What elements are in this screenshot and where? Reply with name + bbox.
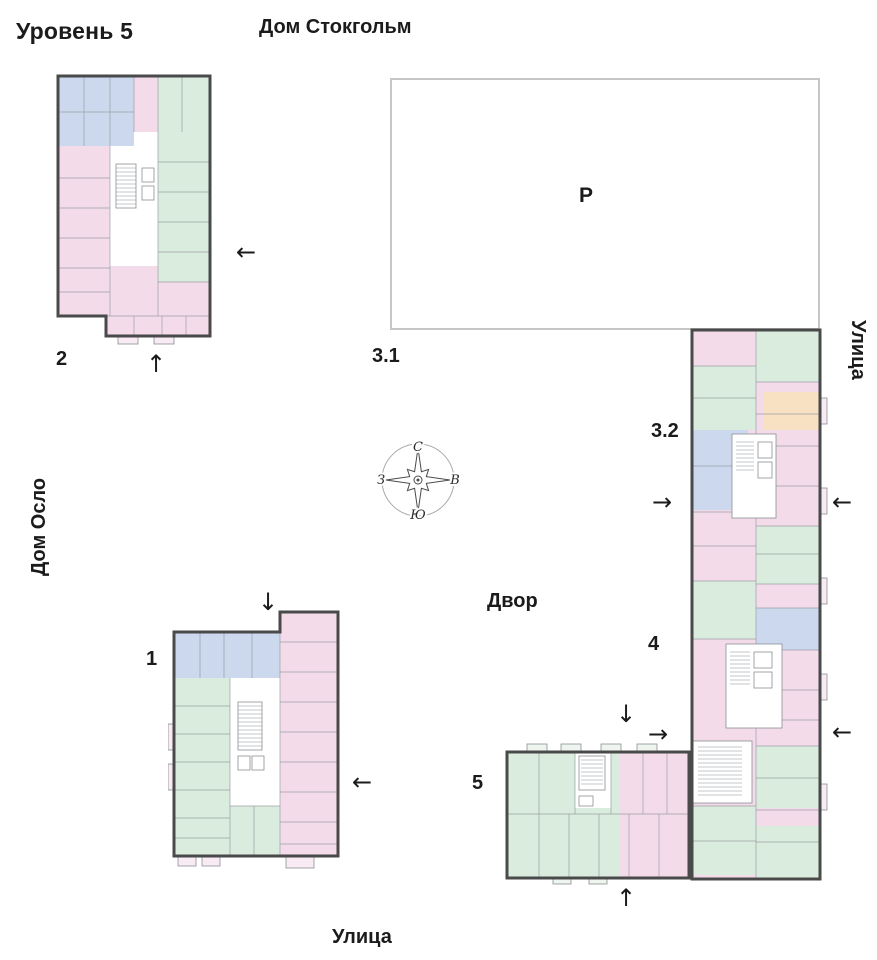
building-32-label: 3.2 <box>651 420 679 442</box>
entrance-arrow-up-building-2: ↑ <box>146 350 167 378</box>
entrance-arrow-left-building-1: ← <box>352 768 373 796</box>
label-house-stockholm: Дом Стокгольм <box>259 16 412 38</box>
label-house-oslo: Дом Осло <box>28 477 50 576</box>
building-2-plan[interactable] <box>54 68 214 346</box>
building-4-label: 4 <box>648 633 660 655</box>
compass-west-label: З <box>377 473 385 488</box>
building-1-label: 1 <box>146 648 158 670</box>
building-2-label: 2 <box>56 348 68 370</box>
entrance-arrow-down-building-1: ↓ <box>258 588 279 616</box>
parking-label: Р <box>579 184 594 207</box>
building-31-label: 3.1 <box>372 345 400 367</box>
compass-east-label: В <box>449 473 460 488</box>
entrance-arrow-left-building-2: ← <box>236 238 257 266</box>
label-street-bottom: Улица <box>332 926 392 948</box>
entrance-arrow-right-building-32: → <box>652 488 673 516</box>
compass-rose: С Ю З В <box>375 438 462 525</box>
building-1-plan[interactable] <box>168 606 344 876</box>
entrance-arrow-left-building-4: ← <box>832 718 853 746</box>
entrance-arrow-up-building-5: ↑ <box>616 884 637 912</box>
entrance-arrow-right-building-4: → <box>648 720 669 748</box>
building-32-4-plan <box>690 328 828 881</box>
level-title: Уровень 5 <box>16 18 134 44</box>
entrance-arrow-down-building-4: ↓ <box>616 700 637 728</box>
building-5-label: 5 <box>472 772 484 794</box>
compass-south-label: Ю <box>409 508 426 523</box>
building-5-plan[interactable] <box>503 740 693 886</box>
parking-area <box>390 78 820 330</box>
compass-north-label: С <box>413 440 423 455</box>
label-street-right: Улица <box>847 320 869 380</box>
label-courtyard: Двор <box>487 590 538 612</box>
entrance-arrow-left-building-32: ← <box>832 488 853 516</box>
